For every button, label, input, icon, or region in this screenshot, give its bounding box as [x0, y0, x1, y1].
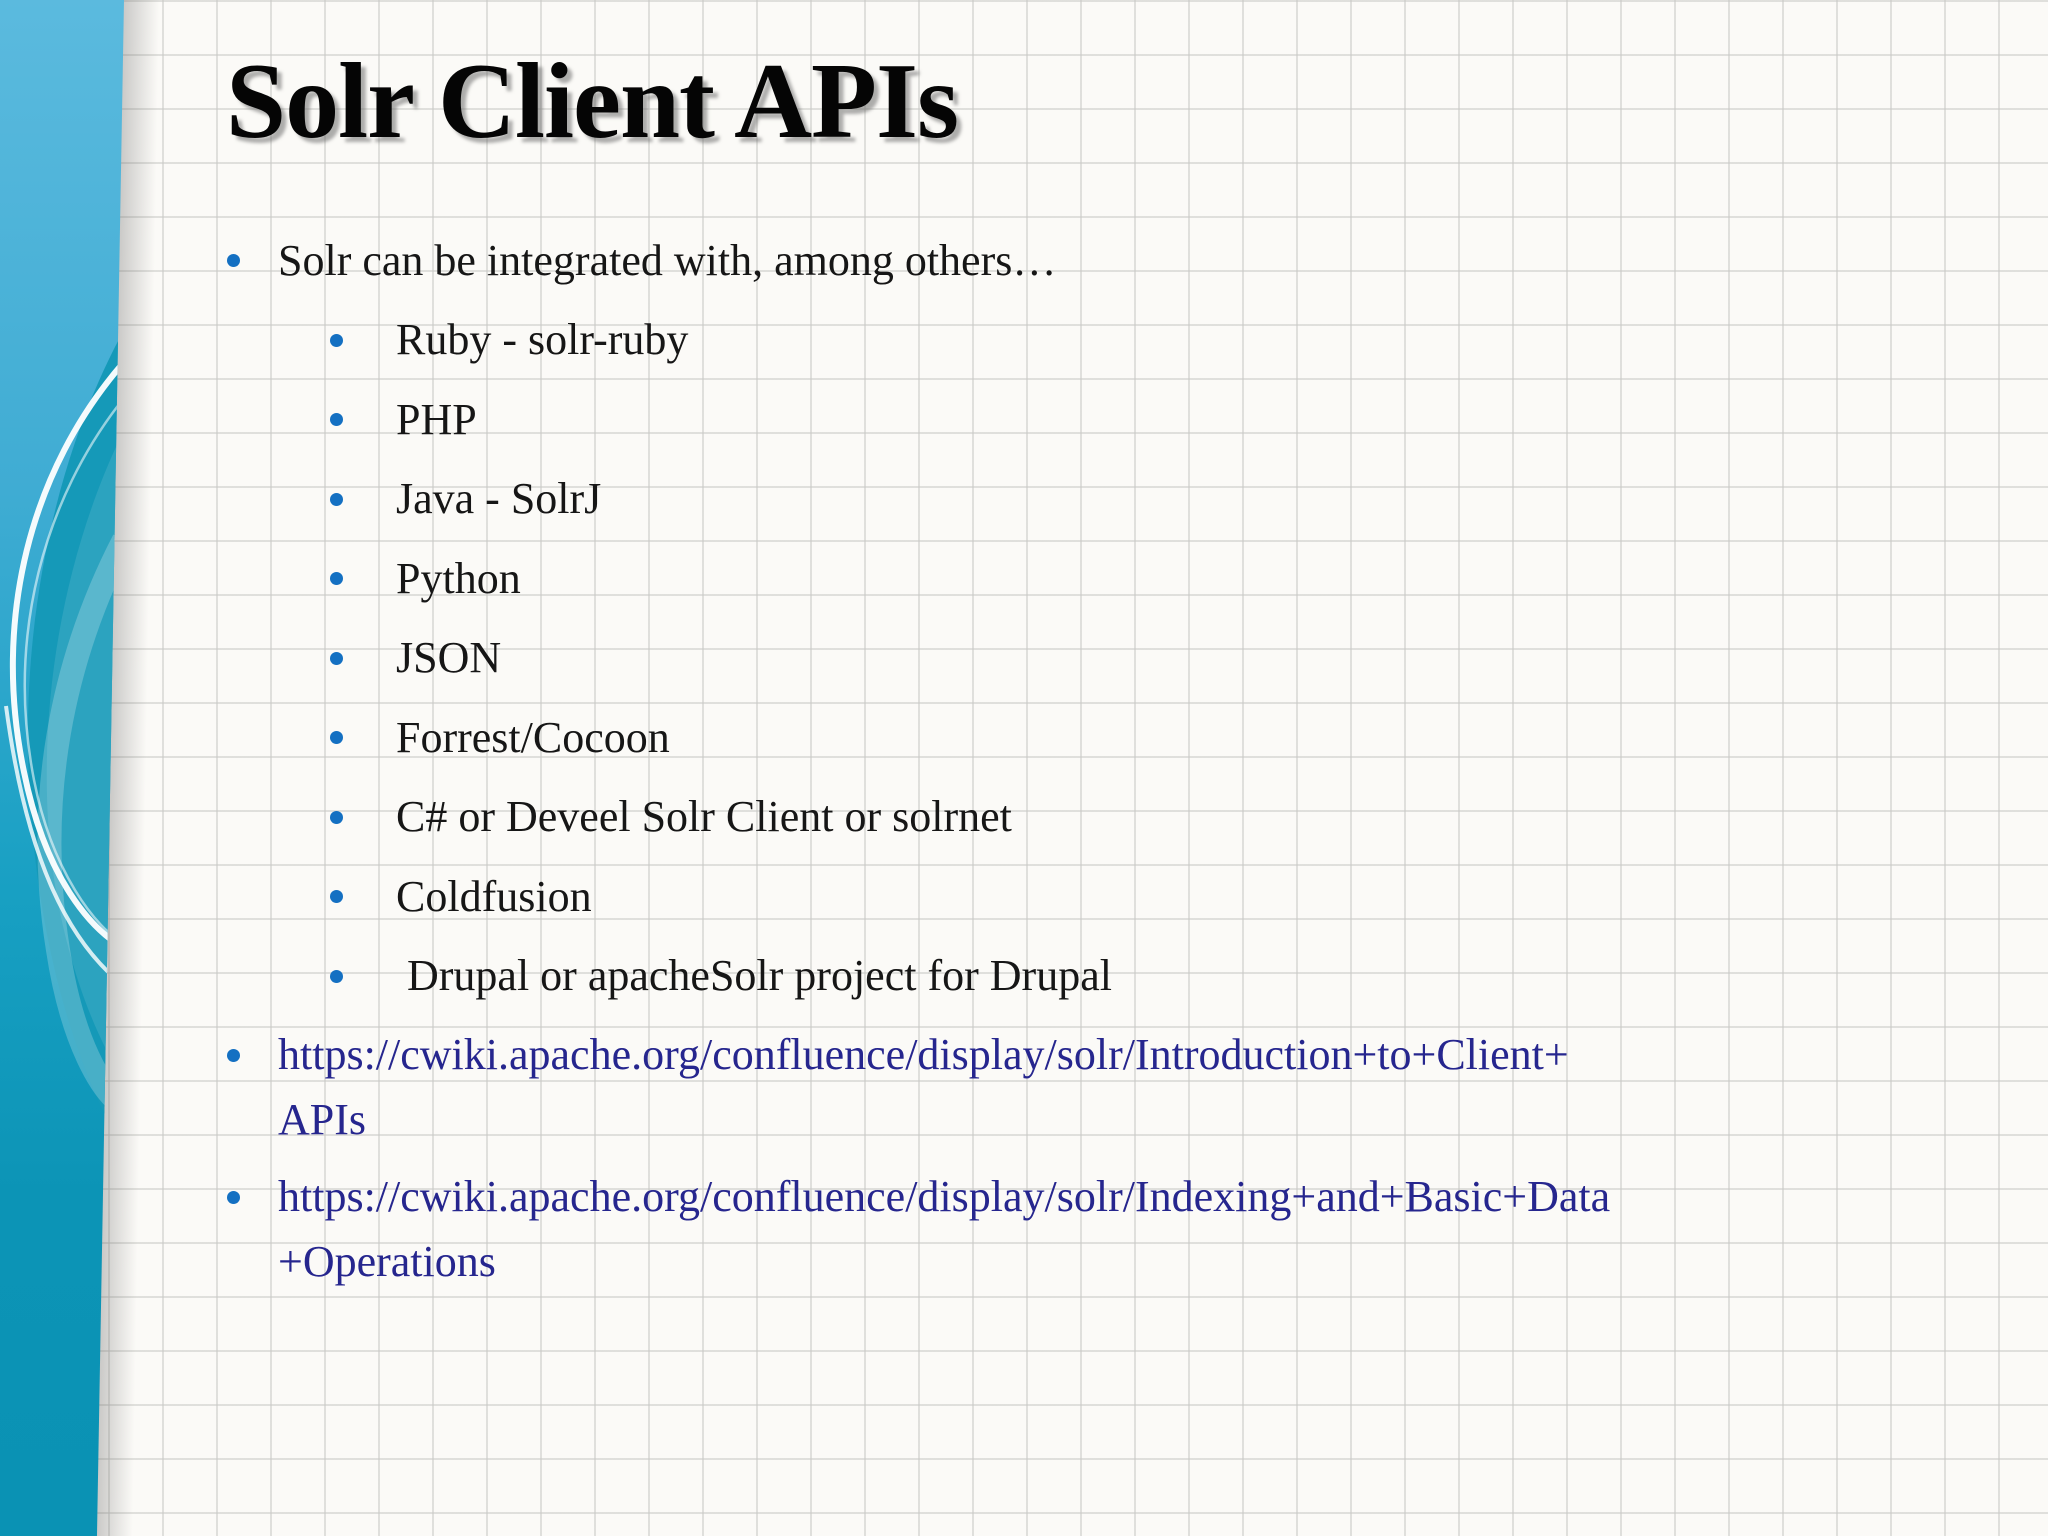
- bullet-icon: [330, 413, 343, 427]
- list-item-label: JSON: [396, 633, 502, 683]
- slide-title: Solr Client APIs: [226, 42, 959, 161]
- list-item-link-client-apis: https://cwiki.apache.org/confluence/disp…: [0, 1016, 2008, 1152]
- list-item-ruby: Ruby - solr-ruby: [0, 301, 2008, 381]
- list-item-drupal: Drupal or apacheSolr project for Drupal: [0, 937, 2008, 1017]
- list-item-link-indexing: https://cwiki.apache.org/confluence/disp…: [0, 1152, 2008, 1294]
- list-item-label: Solr can be integrated with, among other…: [278, 235, 1057, 285]
- bullet-icon: [330, 333, 343, 347]
- link-introduction-to-client-apis[interactable]: https://cwiki.apache.org/confluence/disp…: [278, 1022, 1958, 1152]
- bullet-icon: [330, 810, 343, 824]
- link-line: https://cwiki.apache.org/confluence/disp…: [278, 1030, 1569, 1079]
- link-line: APIs: [278, 1095, 367, 1144]
- bullet-icon: [330, 572, 343, 586]
- list-item-label: Java - SolrJ: [396, 474, 602, 524]
- list-item-forrest-cocoon: Forrest/Cocoon: [0, 698, 2008, 778]
- list-item-php: PHP: [0, 380, 2008, 460]
- bullet-icon: [330, 890, 343, 904]
- bullet-icon: [330, 969, 343, 983]
- list-item-coldfusion: Coldfusion: [0, 857, 2008, 937]
- list-item-java: Java - SolrJ: [0, 460, 2008, 540]
- bullet-icon: [227, 254, 240, 268]
- list-item-csharp: C# or Deveel Solr Client or solrnet: [0, 778, 2008, 858]
- link-line: https://cwiki.apache.org/confluence/disp…: [278, 1172, 1611, 1221]
- bullet-list: Solr can be integrated with, among other…: [0, 221, 2008, 1294]
- list-item-python: Python: [0, 539, 2008, 619]
- list-item-label: Coldfusion: [396, 871, 592, 921]
- list-item-label: Ruby - solr-ruby: [396, 315, 689, 365]
- bullet-icon: [330, 492, 343, 506]
- bullet-icon: [330, 651, 343, 665]
- list-item-label: C# or Deveel Solr Client or solrnet: [396, 792, 1012, 842]
- link-line: +Operations: [278, 1237, 496, 1286]
- list-item-label: Python: [396, 553, 521, 603]
- link-indexing-basic-data-operations[interactable]: https://cwiki.apache.org/confluence/disp…: [278, 1164, 1958, 1294]
- bullet-icon: [227, 1049, 240, 1062]
- bullet-icon: [330, 731, 343, 745]
- list-item-json: JSON: [0, 619, 2008, 699]
- list-item-label: PHP: [396, 394, 477, 444]
- bullet-icon: [227, 1191, 240, 1204]
- list-item-intro: Solr can be integrated with, among other…: [0, 221, 2008, 301]
- list-item-label: Drupal or apacheSolr project for Drupal: [396, 951, 1112, 1001]
- list-item-label: Forrest/Cocoon: [396, 712, 670, 762]
